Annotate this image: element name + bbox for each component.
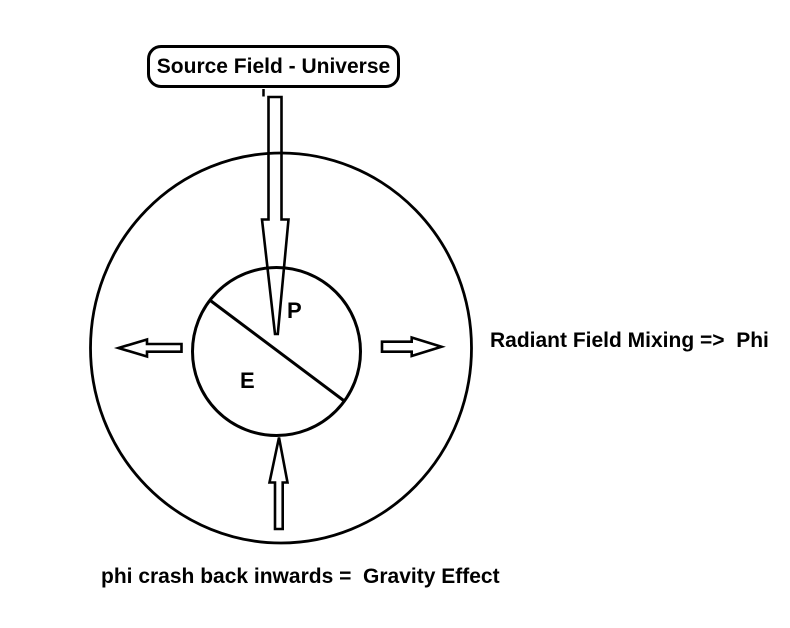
gravity-effect-annotation: phi crash back inwards = Gravity Effect: [101, 565, 500, 588]
radiant-field-annotation: Radiant Field Mixing => Phi: [490, 329, 769, 352]
inner-circle: [191, 266, 362, 437]
source-field-label: Source Field - Universe: [156, 54, 391, 78]
core-label-p: P: [287, 298, 302, 323]
core-divider-line: [209, 299, 345, 402]
right-arrow-icon: [380, 335, 446, 358]
left-arrow-icon: [113, 337, 183, 359]
source-field-box: Source Field - Universe: [147, 45, 400, 88]
core-label-e: E: [240, 368, 255, 393]
up-arrow-icon: [267, 437, 290, 531]
down-arrow-icon: [260, 95, 290, 336]
